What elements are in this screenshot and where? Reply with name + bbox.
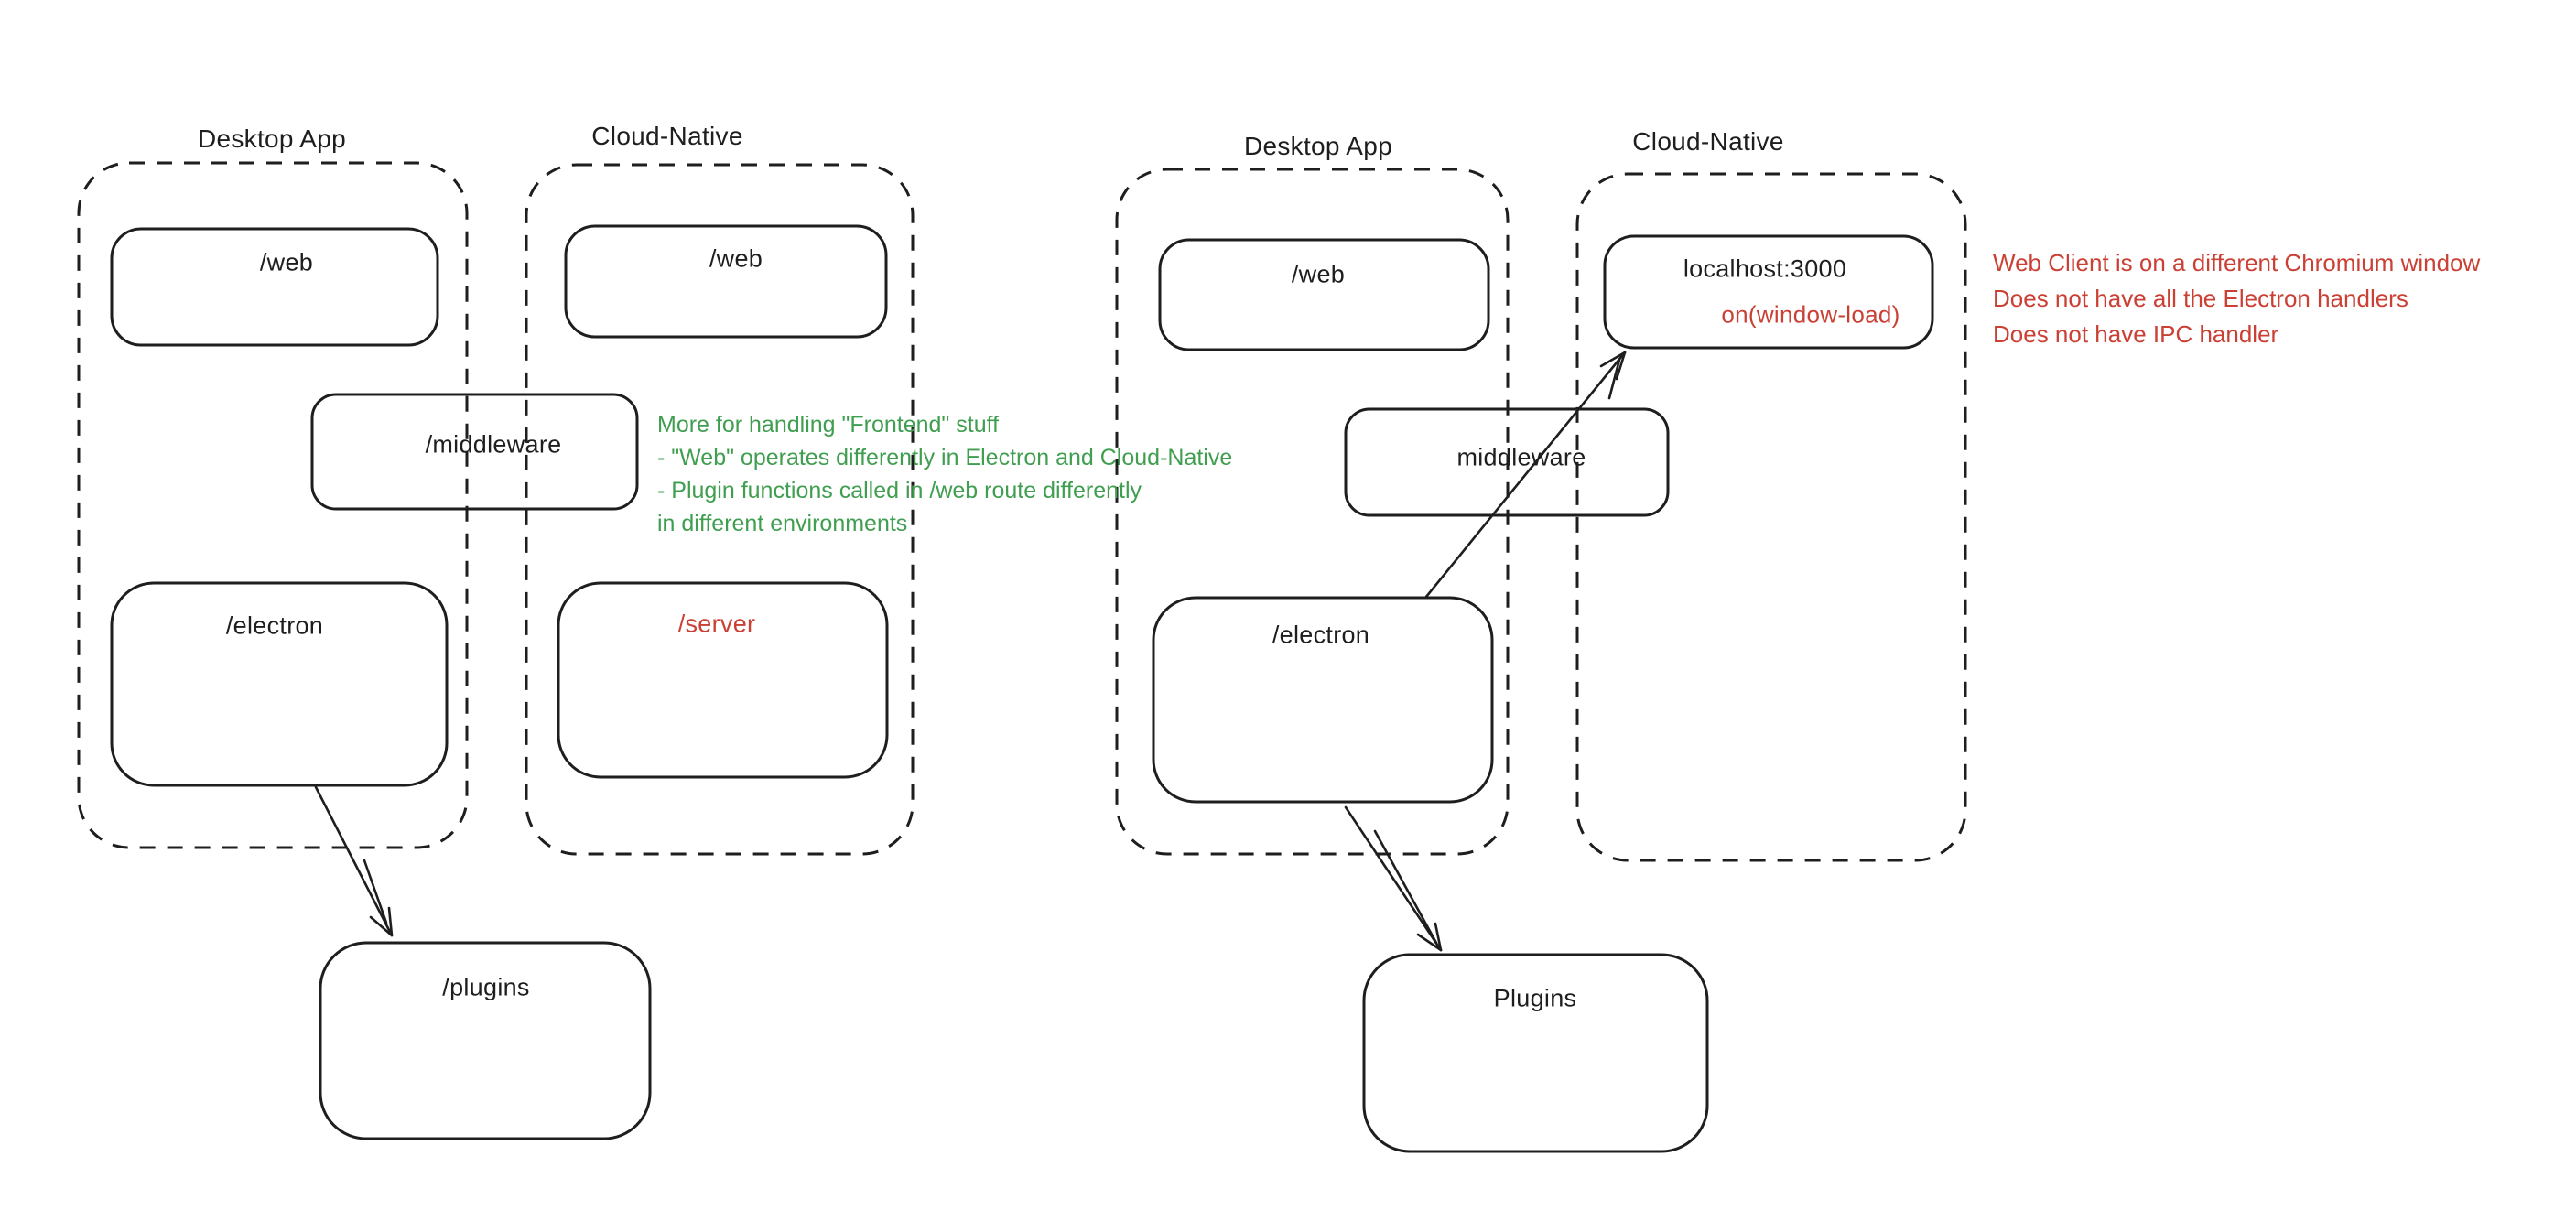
localhost-box xyxy=(1603,234,1934,350)
red-note: Web Client is on a different Chromium wi… xyxy=(1993,245,2480,352)
middleware-label-left: /middleware xyxy=(425,430,562,459)
server-label: /server xyxy=(677,610,756,638)
web-label-cloud-left: /web xyxy=(709,244,763,273)
plugins-label-right: Plugins xyxy=(1493,984,1577,1012)
green-note-line: More for handling "Frontend" stuff xyxy=(657,412,1000,438)
arrow-extra-stroke xyxy=(1607,358,1621,400)
web-box-desktop-left xyxy=(110,227,439,347)
desktop-app-container-right xyxy=(1115,168,1510,856)
plugins-box-right xyxy=(1362,953,1709,1153)
web-box-right xyxy=(1158,238,1490,351)
desktop-app-label-right: Desktop App xyxy=(1243,132,1393,160)
cloud-native-label-left: Cloud-Native xyxy=(591,122,743,150)
cloud-native-label-right: Cloud-Native xyxy=(1632,127,1784,156)
green-note: More for handling "Frontend" stuff - "We… xyxy=(657,408,1232,540)
arrow-extra-stroke xyxy=(1373,829,1438,945)
red-note-line: Does not have all the Electron handlers xyxy=(1993,285,2408,312)
localhost-label: localhost:3000 xyxy=(1683,254,1847,283)
arrow-extra-stroke xyxy=(363,859,388,924)
green-note-line: - Plugin functions called in /web route … xyxy=(657,478,1142,503)
green-note-line: in different environments xyxy=(657,511,908,536)
red-note-line: Web Client is on a different Chromium wi… xyxy=(1993,249,2481,276)
cloud-native-container-left xyxy=(525,163,915,856)
electron-label-left: /electron xyxy=(225,611,324,640)
middleware-label-right: middleware xyxy=(1456,443,1586,471)
desktop-app-container-left xyxy=(77,161,469,849)
plugins-label-left: /plugins xyxy=(442,973,530,1001)
web-box-cloud-left xyxy=(564,224,888,339)
electron-box-left xyxy=(110,581,449,787)
server-box-left xyxy=(557,581,889,779)
arrow-barb xyxy=(1434,922,1443,952)
arrow-barb xyxy=(1615,351,1627,381)
arrow-shaft xyxy=(1424,351,1627,599)
arrow-electron-to-localhost xyxy=(1424,351,1627,599)
cloud-native-container-right xyxy=(1575,172,1967,862)
arrow-barb xyxy=(387,906,394,937)
web-label-desktop-left: /web xyxy=(259,248,314,276)
red-note-line: Does not have IPC handler xyxy=(1993,320,2279,348)
left-diagram xyxy=(77,161,915,1140)
electron-label-right: /electron xyxy=(1272,621,1370,649)
arrow-shaft xyxy=(1344,805,1443,952)
arrow-barb xyxy=(369,915,394,937)
desktop-app-label-left: Desktop App xyxy=(197,124,347,153)
window-load-label: on(window-load) xyxy=(1721,300,1900,329)
right-diagram xyxy=(1115,168,1967,1153)
arrow-barb xyxy=(1599,351,1627,368)
green-note-line: - "Web" operates differently in Electron… xyxy=(657,445,1233,470)
arrow-electron-to-plugins-left xyxy=(314,785,394,937)
arrow-shaft xyxy=(314,785,394,937)
arrow-electron-to-plugins-right xyxy=(1344,805,1443,952)
web-label-right: /web xyxy=(1291,260,1346,288)
electron-box-right xyxy=(1152,596,1494,804)
middleware-box-right xyxy=(1344,407,1670,517)
middleware-box-left xyxy=(310,393,639,511)
plugins-box-left xyxy=(319,941,652,1140)
arrow-barb xyxy=(1416,933,1443,952)
